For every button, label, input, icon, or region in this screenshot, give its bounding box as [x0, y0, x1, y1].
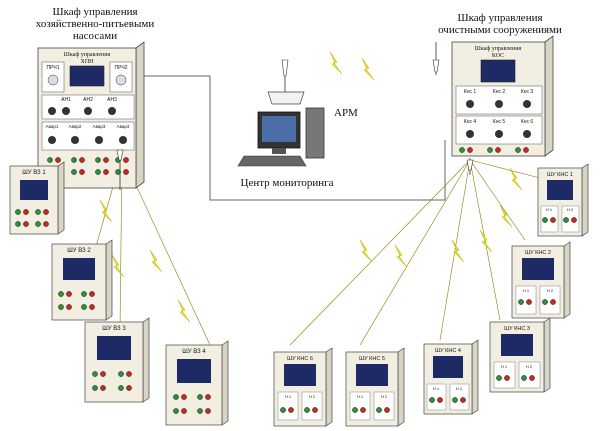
- unit-kns5-h1: Н 1: [357, 394, 364, 399]
- unit-kns4-h2: Н 2: [456, 386, 463, 391]
- unit-kns3-h1: Н 1: [501, 364, 508, 369]
- unit-kns5: ШУ КНС 5 Н 1 Н 2: [345, 347, 405, 427]
- unit-kns4-label: ШУ КНС 4: [435, 348, 461, 354]
- unit-vz2-label: ШУ ВЗ 2: [67, 248, 91, 254]
- hvp-panel-title-2: ХПН: [81, 59, 95, 65]
- unit-kns1-h2: Н 2: [567, 207, 574, 212]
- hvp-cabinet: Шкаф управления ХПН ПРЧ1 ПРЧ2 АН1 АН2 АН…: [37, 41, 145, 190]
- wired-links: [136, 75, 446, 201]
- unit-kns2: ШУ КНС 2 Н 1 Н 2: [511, 241, 571, 319]
- kos-title-line2: очистными сооружениями: [438, 24, 562, 36]
- hvp-mid-module-2: АН2: [83, 97, 93, 103]
- unit-kns6-h2: Н 2: [309, 394, 316, 399]
- hvp-title-line3: насосами: [73, 30, 117, 42]
- arm-label: АРМ: [334, 107, 358, 119]
- unit-kns5-label: ШУ КНС 5: [359, 356, 385, 362]
- hvp-bottom-module-4: Авар4: [117, 124, 130, 129]
- system-unit-icon: [305, 107, 325, 159]
- router-icon: [267, 91, 305, 105]
- unit-kns2-label: ШУ КНС 2: [525, 250, 551, 256]
- unit-vz4: ШУ ВЗ 4: [165, 340, 229, 426]
- unit-kns6-label: ШУ КНС 6: [287, 356, 313, 362]
- hvp-bottom-module-1: Авар1: [46, 124, 59, 129]
- unit-kns3-h2: Н 2: [526, 364, 533, 369]
- arm-antenna-icon: [281, 59, 289, 77]
- unit-kns1-label: ШУ КНС 1: [547, 172, 573, 178]
- monitoring-center: АРМ Центр мониторинга: [237, 59, 358, 189]
- kos-panel-title-1: Шкаф управления: [475, 45, 522, 52]
- kos-display: [480, 59, 516, 83]
- kos-module-1: Кнс 1: [464, 89, 477, 95]
- unit-kns1-h1: Н 1: [546, 207, 553, 212]
- hvp-display: [69, 65, 105, 87]
- unit-kns3-label: ШУ КНС 3: [504, 326, 530, 332]
- hvp-panel-title-1: Шкаф управления: [64, 51, 111, 58]
- monitoring-center-label: Центр мониторинга: [241, 177, 334, 189]
- unit-vz4-label: ШУ ВЗ 4: [182, 349, 206, 355]
- kos-module-6: Кнс 6: [521, 119, 534, 125]
- kos-cabinet: Шкаф управления КОС Кнс 1 Кнс 2 Кнс 3 Кн…: [432, 35, 554, 175]
- hvp-mid-module-1: АН1: [61, 97, 71, 103]
- kos-title-line1: Шкаф управления: [457, 12, 542, 24]
- unit-kns6: ШУ КНС 6 Н 1 Н 2: [273, 347, 333, 427]
- unit-kns6-h1: Н 1: [285, 394, 292, 399]
- hvp-bottom-module-3: Авар3: [93, 124, 106, 129]
- hvp-top-module-1: ПРЧ1: [46, 65, 59, 71]
- unit-kns4: ШУ КНС 4 Н 1 Н 2: [423, 339, 479, 415]
- unit-kns5-h2: Н 2: [381, 394, 388, 399]
- unit-kns2-h1: Н 1: [523, 288, 530, 293]
- unit-vz3-label: ШУ ВЗ 3: [102, 326, 126, 332]
- keyboard-icon: [237, 155, 307, 167]
- kos-module-3: Кнс 3: [521, 89, 534, 95]
- kos-top-antenna-icon: [432, 59, 440, 73]
- hvp-top-module-2: ПРЧ2: [114, 65, 127, 71]
- unit-kns3: ШУ КНС 3 Н 1 Н 2: [489, 317, 551, 393]
- hvp-bottom-module-2: Авар2: [69, 124, 82, 129]
- hvp-antenna-icon: [116, 149, 124, 161]
- kos-module-5: Кнс 5: [493, 119, 506, 125]
- unit-kns2-h2: Н 2: [547, 288, 554, 293]
- hvp-mid-module-3: АН3: [107, 97, 117, 103]
- hvp-title-line2: хозяйственно-питьевыми: [36, 18, 155, 30]
- kos-antenna-icon: [466, 159, 474, 171]
- kos-module-4: Кнс 4: [464, 119, 477, 125]
- unit-vz2: ШУ ВЗ 2: [51, 239, 113, 321]
- unit-vz1: ШУ ВЗ 1: [9, 161, 65, 235]
- kos-module-2: Кнс 2: [493, 89, 506, 95]
- unit-kns1: ШУ КНС 1 Н 1 Н 2: [537, 163, 589, 237]
- kos-panel-title-2: КОС: [492, 53, 504, 59]
- unit-vz1-label: ШУ ВЗ 1: [22, 170, 46, 176]
- unit-vz3: ШУ ВЗ 3: [84, 317, 150, 403]
- unit-kns4-h1: Н 1: [433, 386, 440, 391]
- hvp-title-line1: Шкаф управления: [52, 6, 137, 18]
